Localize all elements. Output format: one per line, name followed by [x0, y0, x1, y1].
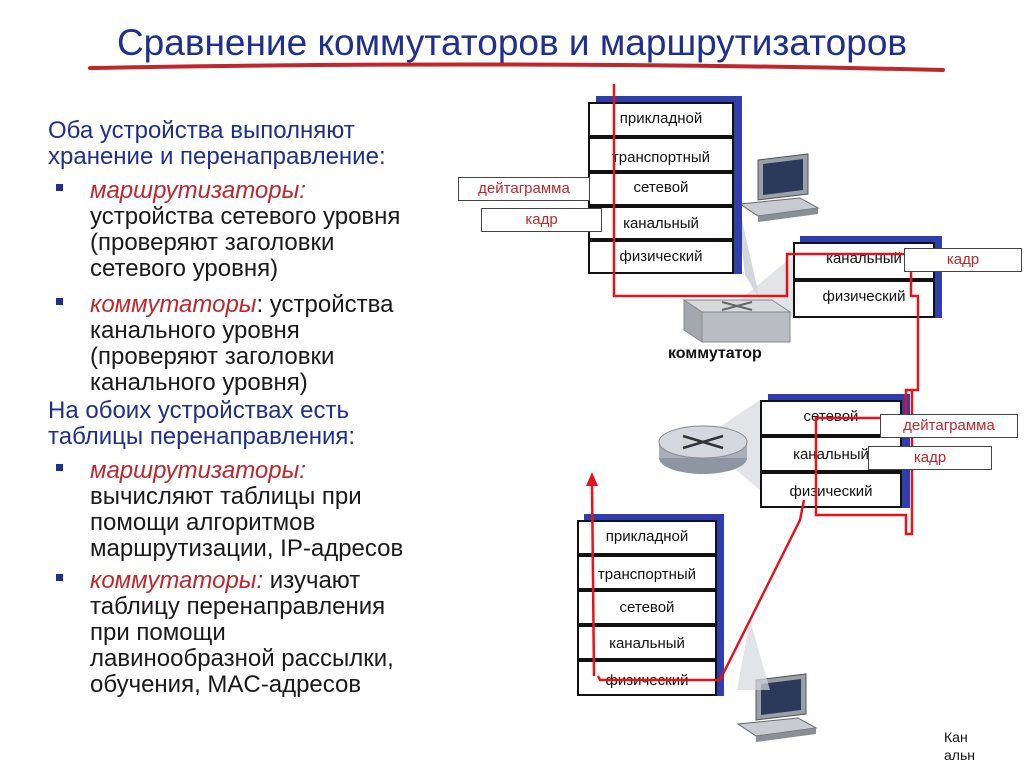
datagram-tag: дейтаграмма	[458, 177, 590, 201]
layer-transport: транспортный	[577, 555, 717, 590]
bullet-line: обучения, MAC-адресов	[90, 671, 362, 698]
layer-application: прикладной	[588, 102, 734, 137]
bullet-square-icon	[56, 298, 63, 305]
bullet-square-icon	[56, 184, 63, 191]
switch-icon	[682, 299, 792, 343]
datagram-tag: дейтаграмма	[880, 414, 1018, 438]
frame-tag: кадр	[481, 208, 602, 232]
layer-application: прикладной	[577, 520, 717, 555]
layer-physical: физический	[760, 472, 902, 508]
layer-network: сетевой	[577, 590, 717, 625]
left-text: Оба устройства выполняют хранение и пере…	[48, 118, 468, 698]
bullet-square-icon	[56, 574, 63, 581]
computer-icon	[738, 153, 820, 222]
intro-line-1: Оба устройства выполняют	[48, 117, 355, 144]
bullet-line: лавинообразной рассылки,	[90, 645, 394, 672]
bullet-term: коммутаторы	[90, 291, 257, 318]
bullet-line: помощи алгоритмов	[90, 509, 316, 536]
bullet-switch-1: коммутаторы: устройства канального уровн…	[48, 292, 468, 396]
corner-label: Кан альн	[944, 728, 975, 764]
bullet-switch-2: коммутаторы: изучают таблицу перенаправл…	[48, 568, 468, 698]
frame-tag: кадр	[868, 446, 992, 470]
bullet-term: коммутаторы:	[90, 567, 264, 594]
bullet-line: вычисляют таблицы при	[90, 483, 362, 510]
corner-label-line: альн	[944, 747, 975, 763]
host-bottom-stack: прикладной транспортный сетевой канальны…	[577, 520, 717, 696]
layer-transport: транспортный	[588, 137, 734, 172]
corner-label-line: Кан	[944, 729, 968, 745]
bullet-router-2: маршрутизаторы: вычисляют таблицы при по…	[48, 458, 468, 562]
layer-link: канальный	[577, 625, 717, 660]
bullet-line: канального уровня)	[90, 369, 308, 396]
bullet-line: устройства сетевого уровня	[90, 203, 401, 230]
frame-tag: кадр	[904, 248, 1022, 272]
bullet-line: таблицу перенаправления	[90, 593, 386, 620]
bullet-line: при помощи	[90, 619, 226, 646]
layer-physical: физический	[588, 240, 734, 274]
bullet-line: маршрутизации, IP-адресов	[90, 535, 404, 562]
title-underline	[88, 62, 945, 72]
layer-physical: физический	[793, 280, 935, 318]
bullet-line: канального уровня	[90, 317, 300, 344]
bullet-router-1: маршрутизаторы: устройства сетевого уров…	[48, 178, 468, 282]
bullet-line: (проверяют заголовки	[90, 229, 335, 256]
second-line-2: таблицы перенаправления:	[48, 423, 356, 450]
bullet-line: сетевого уровня)	[90, 255, 279, 282]
bullet-term: маршрутизаторы:	[90, 457, 306, 484]
bullet-term-rest: : устройства	[256, 291, 394, 318]
switch-label: коммутатор	[668, 345, 762, 362]
slide-title: Сравнение коммутаторов и маршрутизаторов	[116, 22, 908, 63]
bullet-line: (проверяют заголовки	[90, 343, 335, 370]
second-line-1: На обоих устройствах есть	[48, 397, 350, 424]
intro-line-2: хранение и перенаправление:	[48, 143, 386, 170]
bullet-square-icon	[56, 464, 63, 471]
bullet-term: маршрутизаторы:	[90, 177, 306, 204]
layer-network: сетевой	[588, 172, 734, 206]
bullet-term-rest: изучают	[263, 567, 361, 594]
router-icon	[658, 425, 748, 474]
